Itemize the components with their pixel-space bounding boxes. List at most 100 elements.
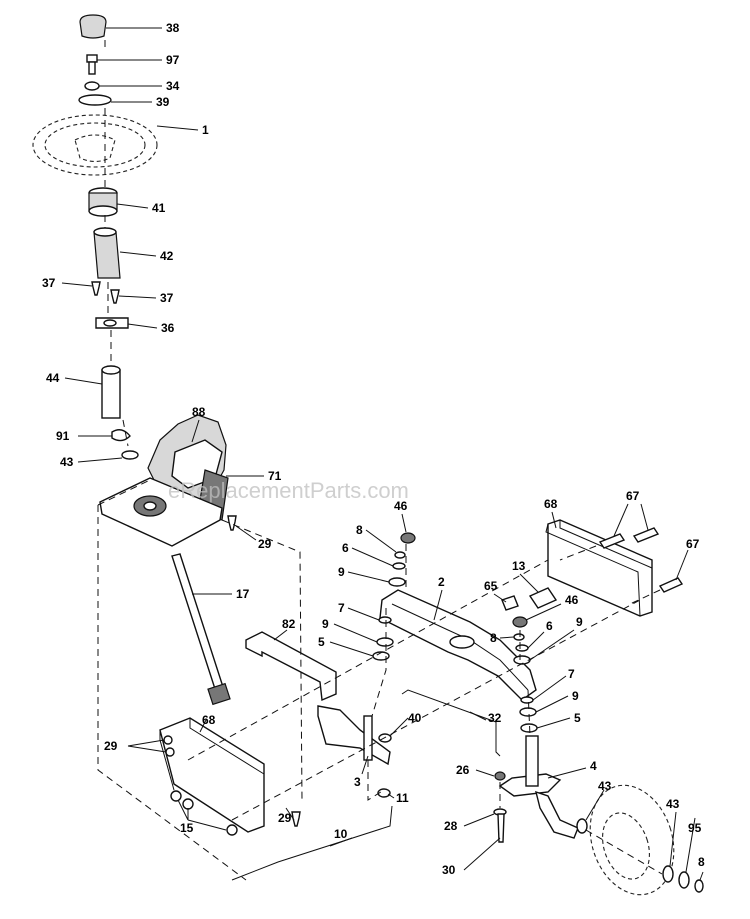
callout-68b[interactable]: 68: [202, 713, 216, 727]
part-17-steering-shaft[interactable]: [171, 553, 225, 693]
callout-5b[interactable]: 5: [574, 711, 581, 725]
part-37-screw-left[interactable]: [91, 281, 101, 296]
part-30-bolt[interactable]: [497, 813, 505, 843]
callout-28[interactable]: 28: [444, 819, 458, 833]
part-13-spacer-tube[interactable]: [528, 587, 558, 609]
part-7-bearing-right-lower[interactable]: [520, 696, 534, 704]
part-43-washer-spindle[interactable]: [576, 818, 588, 834]
part-15-nut-a[interactable]: [170, 790, 182, 802]
callout-8c[interactable]: 8: [698, 855, 705, 869]
callout-32[interactable]: 32: [488, 711, 502, 725]
part-44-shaft[interactable]: [101, 369, 121, 419]
callout-37a[interactable]: 37: [42, 276, 56, 290]
part-39-plate[interactable]: [78, 94, 112, 106]
callout-34[interactable]: 34: [166, 79, 180, 93]
part-11-nut[interactable]: [377, 788, 391, 798]
callout-6b[interactable]: 6: [546, 619, 553, 633]
part-67-bolt-b[interactable]: [632, 527, 660, 543]
part-82-bracket[interactable]: [245, 631, 337, 702]
part-46-cap-lower[interactable]: [512, 616, 528, 628]
part-32-tie-rod[interactable]: [401, 689, 501, 757]
callout-67b[interactable]: 67: [686, 537, 700, 551]
callout-17[interactable]: 17: [236, 587, 250, 601]
callout-38[interactable]: 38: [166, 21, 180, 35]
part-67-bolt-c[interactable]: [658, 577, 684, 593]
callout-13[interactable]: 13: [512, 559, 526, 573]
callout-26[interactable]: 26: [456, 763, 470, 777]
callout-44[interactable]: 44: [46, 371, 60, 385]
callout-29c[interactable]: 29: [278, 811, 292, 825]
part-26-nut[interactable]: [494, 771, 506, 781]
callout-36[interactable]: 36: [161, 321, 175, 335]
callout-95[interactable]: 95: [688, 821, 702, 835]
part-29-bolt-lower-a[interactable]: [163, 735, 173, 745]
part-42-sleeve[interactable]: [93, 231, 121, 279]
callout-5a[interactable]: 5: [318, 635, 325, 649]
part-9-washer-right[interactable]: [513, 655, 531, 665]
callout-46a[interactable]: 46: [394, 499, 408, 513]
callout-88[interactable]: 88: [192, 405, 206, 419]
part-29-bolt-upper[interactable]: [227, 515, 237, 531]
part-9-washer-left[interactable]: [376, 637, 394, 647]
callout-71[interactable]: 71: [268, 469, 282, 483]
part-34-washer[interactable]: [84, 81, 100, 91]
callout-30[interactable]: 30: [442, 863, 456, 877]
part-97-bolt-shank[interactable]: [88, 61, 96, 75]
callout-15[interactable]: 15: [180, 821, 194, 835]
part-65-bushing[interactable]: [501, 595, 519, 611]
callout-29b[interactable]: 29: [104, 739, 118, 753]
callout-7b[interactable]: 7: [568, 667, 575, 681]
part-7-bearing-left[interactable]: [378, 616, 392, 624]
callout-4[interactable]: 4: [590, 759, 597, 773]
part-1-steering-wheel[interactable]: [32, 114, 158, 176]
callout-8a[interactable]: 8: [356, 523, 363, 537]
part-6-washer-right[interactable]: [515, 644, 529, 652]
callout-2[interactable]: 2: [438, 575, 445, 589]
part-6-washer-upper-left[interactable]: [392, 562, 406, 570]
part-43-washer-wheel[interactable]: [662, 865, 674, 883]
part-15-nut-c[interactable]: [226, 824, 238, 836]
callout-8b[interactable]: 8: [490, 631, 497, 645]
part-15-nut-b[interactable]: [182, 798, 194, 810]
part-67-bolt-a[interactable]: [598, 533, 626, 549]
callout-29a[interactable]: 29: [258, 537, 272, 551]
callout-6a[interactable]: 6: [342, 541, 349, 555]
callout-9d[interactable]: 9: [572, 689, 579, 703]
part-68-bracket-lower[interactable]: [159, 717, 265, 833]
callout-42[interactable]: 42: [160, 249, 174, 263]
callout-43a[interactable]: 43: [60, 455, 74, 469]
part-8-bearing-right[interactable]: [513, 633, 525, 641]
part-5-washer-right-lower[interactable]: [520, 723, 538, 733]
part-9-washer-right-lower[interactable]: [519, 707, 537, 717]
callout-91[interactable]: 91: [56, 429, 70, 443]
callout-40[interactable]: 40: [408, 711, 422, 725]
callout-9a[interactable]: 9: [338, 565, 345, 579]
callout-39[interactable]: 39: [156, 95, 170, 109]
callout-1[interactable]: 1: [202, 123, 209, 137]
part-9-washer-upper-left[interactable]: [388, 577, 406, 587]
part-38-cap[interactable]: [79, 14, 107, 39]
callout-43b[interactable]: 43: [598, 779, 612, 793]
callout-41[interactable]: 41: [152, 201, 166, 215]
part-8-bearing-upper-left[interactable]: [394, 551, 406, 559]
callout-97[interactable]: 97: [166, 53, 180, 67]
part-46-cap-upper[interactable]: [400, 532, 416, 544]
part-29-bolt-lower-b[interactable]: [165, 747, 175, 757]
callout-43c[interactable]: 43: [666, 797, 680, 811]
callout-67a[interactable]: 67: [626, 489, 640, 503]
part-97-bolt[interactable]: [86, 54, 98, 63]
callout-65[interactable]: 65: [484, 579, 498, 593]
callout-9b[interactable]: 9: [576, 615, 583, 629]
part-95-washer[interactable]: [678, 871, 690, 889]
part-8-cap-wheel[interactable]: [694, 879, 704, 893]
callout-11[interactable]: 11: [396, 791, 409, 805]
callout-46b[interactable]: 46: [565, 593, 579, 607]
part-37-screw-right[interactable]: [110, 289, 120, 304]
part-10-drag-link[interactable]: [231, 805, 393, 881]
callout-68a[interactable]: 68: [544, 497, 558, 511]
callout-7a[interactable]: 7: [338, 601, 345, 615]
part-3-spindle-left[interactable]: [317, 705, 391, 766]
callout-3[interactable]: 3: [354, 775, 361, 789]
callout-10[interactable]: 10: [334, 827, 348, 841]
callout-9c[interactable]: 9: [322, 617, 329, 631]
